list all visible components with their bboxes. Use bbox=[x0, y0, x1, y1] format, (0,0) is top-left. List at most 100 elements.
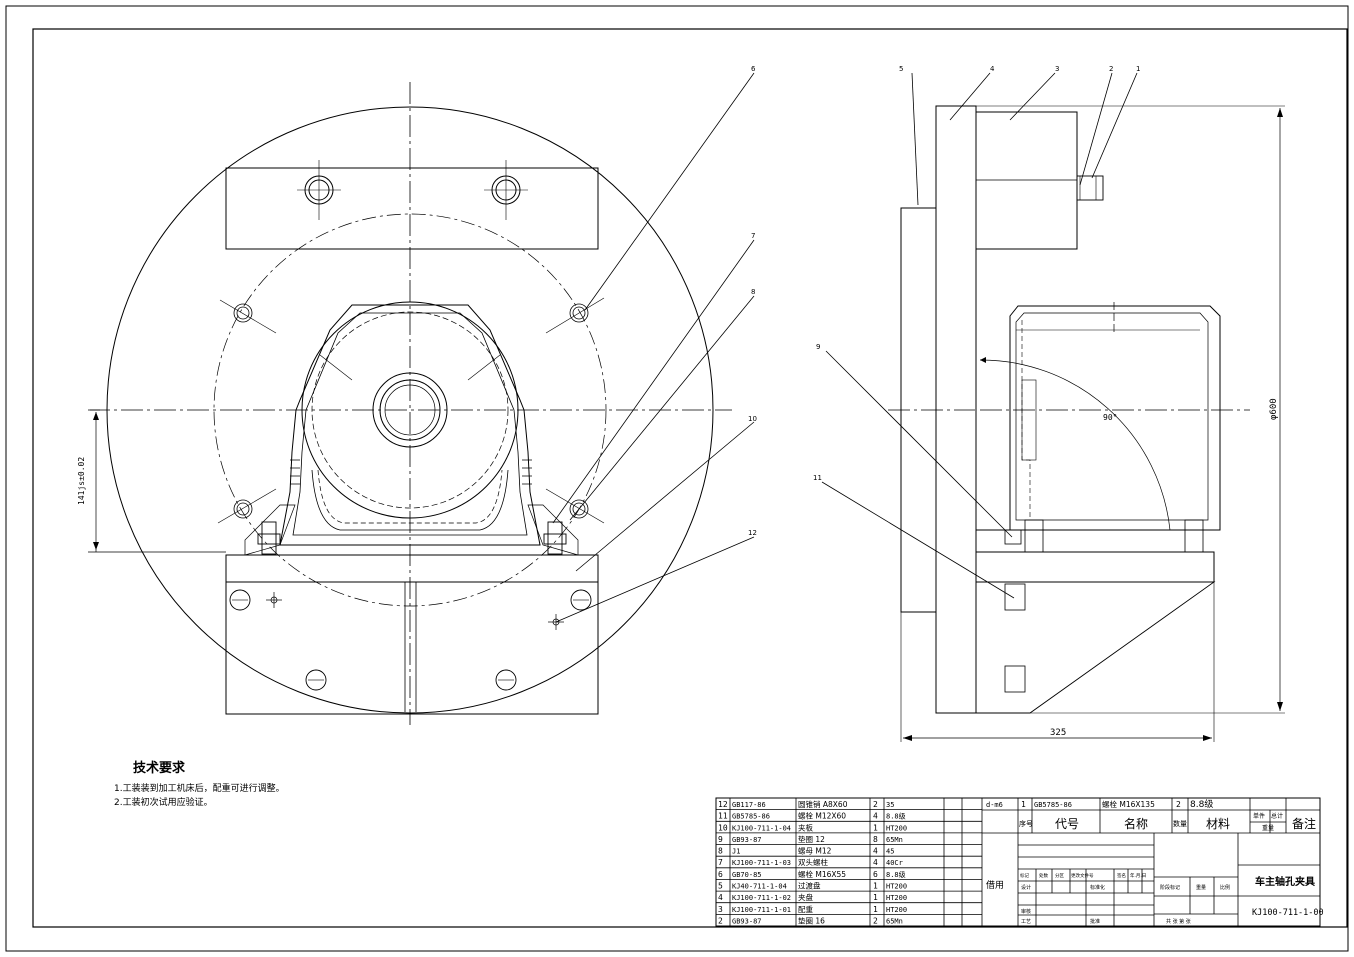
header-unit: 单件 bbox=[1253, 812, 1265, 820]
drawing-title: 车主轴孔夹具 bbox=[1255, 875, 1315, 888]
bom-cell-mat: HT200 bbox=[886, 906, 907, 914]
counterweight bbox=[225, 167, 599, 250]
tb-label: 分区 bbox=[1055, 872, 1064, 879]
bom-cell-name: 夹板 bbox=[798, 822, 813, 832]
header-remark: 备注 bbox=[1292, 816, 1316, 831]
bom-cell-code: GB117-86 bbox=[732, 801, 766, 809]
bom-cell-code: GB93-87 bbox=[732, 917, 762, 925]
bom-cell-mat: HT200 bbox=[886, 824, 907, 832]
tech-req-line: 2.工装初次试用应验证。 bbox=[114, 796, 213, 808]
tech-req-title: 技术要求 bbox=[133, 760, 186, 776]
bom-cell-no: 10 bbox=[718, 823, 728, 832]
tb-std: 标准化 bbox=[1090, 884, 1105, 891]
bom-cell-no: 6 bbox=[718, 870, 723, 879]
bom-cell-no: 8 bbox=[718, 847, 723, 856]
bom-cell-no: 9 bbox=[718, 835, 723, 844]
outer-frame bbox=[5, 5, 1349, 952]
bom-top-qty: 2 bbox=[1176, 800, 1181, 809]
balloon-label: 3 bbox=[1055, 65, 1059, 73]
bom-cell-code: KJ100-711-1-03 bbox=[732, 859, 791, 867]
clamp-plate bbox=[225, 554, 599, 583]
bom-cell-no: 12 bbox=[718, 800, 728, 809]
bom-cell-mat: 8.8级 bbox=[886, 812, 906, 821]
bom-cell-name: 垫圈 16 bbox=[798, 915, 825, 925]
bom-top-no: 1 bbox=[1021, 800, 1026, 809]
balloon-label: 10 bbox=[748, 415, 757, 423]
fit-label: d-m6 bbox=[986, 801, 1003, 809]
bom-cell-code: J1 bbox=[732, 848, 740, 856]
spindle-bore bbox=[372, 372, 448, 448]
balloon-label: 8 bbox=[751, 288, 755, 296]
bom-cell-name: 圆锥销 A8X60 bbox=[798, 799, 848, 809]
tb-label: 年.月.日 bbox=[1130, 872, 1146, 879]
bolt-hole bbox=[484, 160, 528, 220]
inner-frame bbox=[32, 28, 1348, 928]
leader-lines bbox=[552, 72, 755, 623]
bom-cell-code: GB5785-86 bbox=[732, 813, 770, 821]
gearbox-housing bbox=[279, 304, 541, 546]
header-total: 总计 bbox=[1271, 812, 1283, 820]
angle-dimension: 90° bbox=[1103, 413, 1117, 422]
balloon-label: 7 bbox=[751, 232, 755, 240]
bom-cell-mat: HT200 bbox=[886, 894, 907, 902]
bom-cell-qty: 1 bbox=[873, 823, 878, 832]
bom-cell-qty: 4 bbox=[873, 812, 878, 821]
tolerance-dimension: 141js±0.02 bbox=[77, 457, 86, 505]
bom-cell-qty: 4 bbox=[873, 858, 878, 867]
tb-label: 处数 bbox=[1039, 872, 1048, 879]
bom-cell-qty: 1 bbox=[873, 893, 878, 902]
balloon-label: 6 bbox=[751, 65, 756, 73]
bom-cell-code: KJ40-711-1-04 bbox=[732, 882, 787, 890]
balloon-label: 5 bbox=[899, 65, 903, 73]
bom-table-frame bbox=[715, 797, 1321, 927]
bom-cell-name: 过渡盘 bbox=[798, 880, 821, 890]
bom-cell-qty: 8 bbox=[873, 835, 878, 844]
bom-cell-qty: 6 bbox=[873, 870, 878, 879]
chuck-plate bbox=[935, 105, 977, 714]
balloon-label: 2 bbox=[1109, 65, 1113, 73]
header-no: 序号 bbox=[1019, 819, 1033, 828]
tb-design: 设计 bbox=[1021, 884, 1031, 891]
bolt-hole bbox=[229, 589, 592, 691]
bom-cell-code: KJ100-711-1-04 bbox=[732, 824, 791, 832]
side-view bbox=[821, 72, 1285, 742]
tb-review: 审核 bbox=[1021, 908, 1031, 915]
bom-cell-qty: 2 bbox=[873, 800, 878, 809]
bom-cell-name: 螺栓 M12X60 bbox=[798, 811, 846, 821]
header-code: 代号 bbox=[1055, 817, 1079, 831]
tech-req-line: 1.工装装到加工机床后，配重可进行调整。 bbox=[114, 782, 285, 794]
header-qty: 数量 bbox=[1173, 819, 1187, 828]
tb-process: 工艺 bbox=[1021, 919, 1031, 925]
bom-cell-name: 夹盘 bbox=[798, 892, 813, 902]
bom-cell-code: GB70-85 bbox=[732, 871, 762, 879]
bom-cell-no: 4 bbox=[718, 893, 723, 902]
bom-top-code: GB5785-86 bbox=[1034, 801, 1072, 809]
bom-cell-no: 3 bbox=[718, 905, 723, 914]
bom-cell-qty: 1 bbox=[873, 881, 878, 890]
bom-cell-code: GB93-87 bbox=[732, 836, 762, 844]
tb-label: 标记 bbox=[1020, 872, 1029, 879]
diameter-dimension: φ600 bbox=[1269, 398, 1279, 420]
balloon-label: 4 bbox=[990, 65, 995, 73]
bom-cell-no: 5 bbox=[718, 881, 723, 890]
tb-stage: 阶段标记 bbox=[1160, 884, 1180, 891]
bom-cell-name: 双头螺柱 bbox=[798, 857, 828, 867]
balloon-label: 11 bbox=[813, 474, 822, 482]
balloon-label: 9 bbox=[816, 343, 820, 351]
bom-top-name: 螺栓 M16X135 bbox=[1102, 799, 1155, 809]
tb-label: 签名 bbox=[1117, 872, 1126, 879]
bom-cell-mat: 40Cr bbox=[886, 859, 903, 867]
bom-cell-mat: 65Mn bbox=[886, 917, 903, 925]
width-dimension: 325 bbox=[1050, 728, 1066, 738]
tb-label: 更改文件号 bbox=[1071, 872, 1094, 879]
bom-cell-name: 螺栓 M16X55 bbox=[798, 869, 846, 879]
drawing-number: KJ100-711-1-00 bbox=[1252, 908, 1324, 918]
bolt-hole bbox=[297, 160, 341, 220]
header-weight: 重量 bbox=[1262, 824, 1274, 832]
used-for-label: 借用 bbox=[986, 879, 1004, 891]
balloon-label: 1 bbox=[1136, 65, 1140, 73]
bom-cell-mat: HT200 bbox=[886, 882, 907, 890]
bom-cell-no: 11 bbox=[718, 812, 728, 821]
front-view bbox=[88, 72, 755, 725]
